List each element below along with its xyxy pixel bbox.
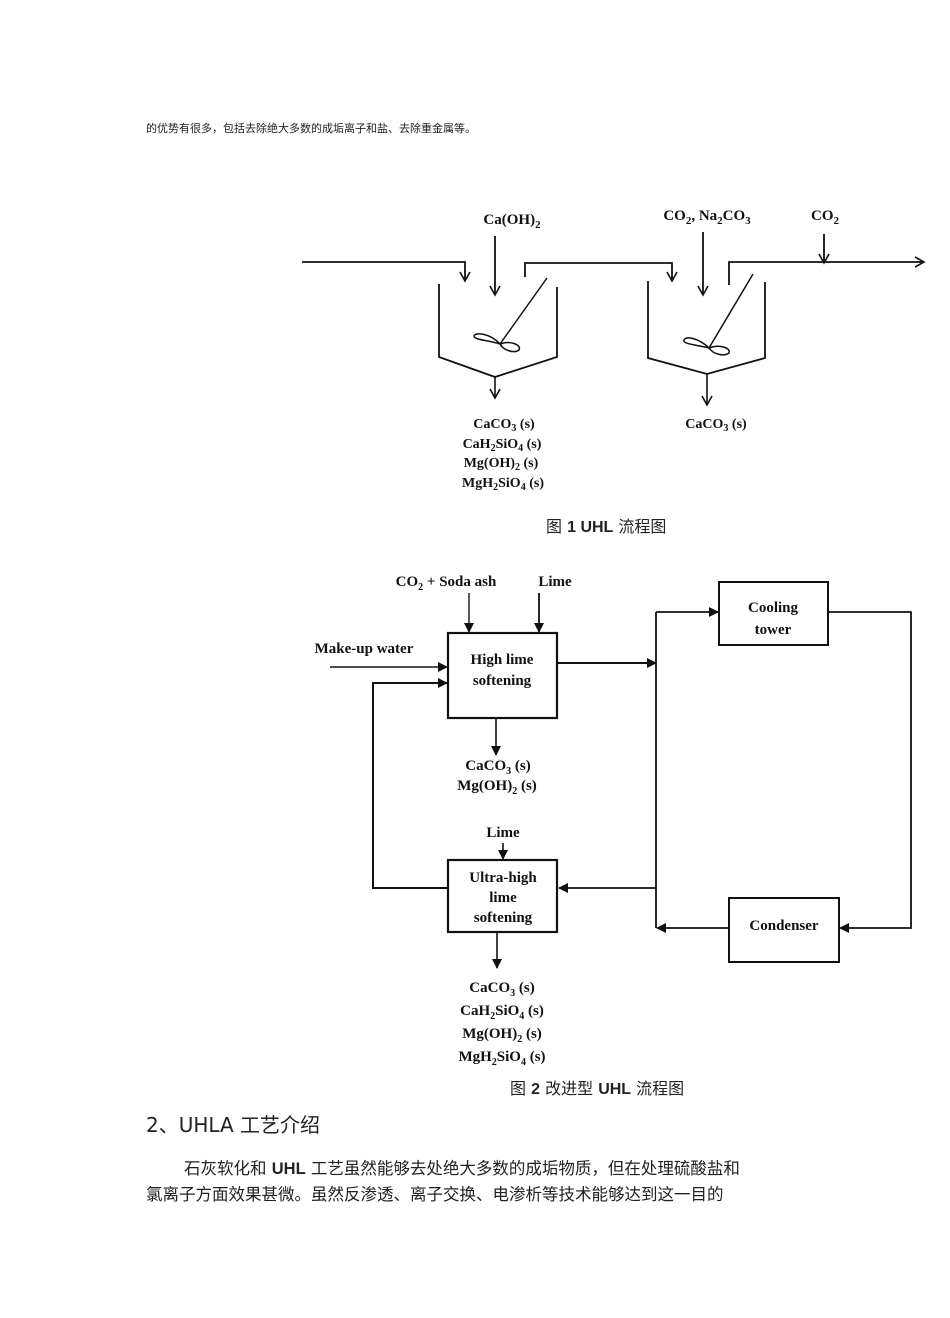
ultra-high-lime-softening-box: [446, 858, 559, 934]
precipitate-label: Mg(OH)2 (s): [464, 456, 539, 473]
co2-soda-ash-label: CO2 + Soda ash: [396, 574, 497, 593]
figures-canvas: Ca(OH)2 CaCO3 (s) CaH2SiO4 (s) Mg(OH)2 (…: [302, 208, 926, 1068]
caption-suffix: 流程图: [613, 517, 667, 536]
tank1-vessel: [438, 284, 558, 378]
high-lime-softening-box: [446, 631, 559, 720]
cooling-tower-label-line: tower: [755, 622, 792, 638]
ultra-high-label-line: softening: [474, 910, 533, 926]
condenser-label: Condenser: [749, 918, 819, 934]
high-lime-label-line: High lime: [471, 652, 534, 668]
tank1-inlet-arrow: [302, 261, 471, 283]
paragraph-line-2: 氯离子方面效果甚微。虽然反渗透、离子交换、电渗析等技术能够达到这一目的: [146, 1185, 724, 1204]
paragraph-line-1: 石灰软化和 UHL 工艺虽然能够去处绝大多数的成垢物质，但在处理硫酸盐和: [146, 1156, 811, 1182]
caption-prefix: 图: [510, 1079, 532, 1098]
figure-2-improved-uhl-flow: CO2 + Soda ash Lime High lime softening …: [315, 574, 912, 1068]
recycle-loop-arrow: [372, 678, 448, 889]
precipitate-label: CaCO3 (s): [465, 758, 530, 777]
ultra-high-label-line: Ultra-high: [469, 870, 537, 886]
section-heading: 2、UHLA 工艺介绍: [146, 1113, 321, 1137]
tank2-vessel: [647, 281, 766, 375]
precipitate-label: CaCO3 (s): [469, 980, 534, 999]
caption-number: 2: [531, 1081, 540, 1098]
lime-top-label: Lime: [538, 574, 572, 590]
precipitate-label: Mg(OH)2 (s): [457, 778, 537, 797]
tank2-agitator-icon: [683, 273, 754, 356]
tank1-agitator-icon: [473, 277, 548, 353]
lime-bottom-label: Lime: [486, 825, 520, 841]
outlet-reagent-label: CO2: [811, 208, 840, 227]
tank1-to-tank2-pipe: [524, 262, 678, 283]
precipitate-label: CaH2SiO4 (s): [463, 437, 542, 454]
paragraph-text: 工艺虽然能够去处绝大多数的成垢物质，但在处理硫酸盐和: [305, 1159, 740, 1178]
figure-1-uhl-flow: Ca(OH)2 CaCO3 (s) CaH2SiO4 (s) Mg(OH)2 (…: [302, 208, 926, 493]
makeup-water-label: Make-up water: [315, 641, 414, 657]
tank1-reagent-label: Ca(OH)2: [483, 212, 541, 231]
precipitate-label: CaH2SiO4 (s): [460, 1003, 544, 1022]
caption-number: 1 UHL: [567, 519, 614, 536]
caption-middle: 改进型: [540, 1079, 599, 1098]
paragraph-bold-term: UHL: [271, 1160, 306, 1178]
caption-prefix: 图: [546, 517, 568, 536]
precipitate-label: MgH2SiO4 (s): [462, 476, 544, 493]
tank2-reagent-label: CO2, Na2CO3: [663, 208, 751, 227]
tank2-outlet-pipe: [728, 256, 926, 285]
precipitate-label: CaCO3 (s): [473, 417, 535, 434]
cooling-tower-label-line: Cooling: [748, 600, 799, 616]
ultra-high-label-line: lime: [489, 890, 517, 906]
precipitate-label: Mg(OH)2 (s): [462, 1026, 542, 1045]
condenser-box: [728, 897, 840, 963]
paragraph-text: 石灰软化和: [184, 1159, 272, 1178]
tank2-precipitate-label: CaCO3 (s): [685, 417, 747, 434]
figure-2-caption: 图 2 改进型 UHL 流程图: [510, 1075, 684, 1099]
to-condenser-arrow: [828, 611, 912, 933]
caption-suffix: 流程图: [631, 1079, 685, 1098]
high-lime-label-line: softening: [473, 673, 532, 689]
intro-text: 的优势有很多，包括去除绝大多数的成垢离子和盐、去除重金属等。: [146, 122, 476, 135]
section-paragraph: 石灰软化和 UHL 工艺虽然能够去处绝大多数的成垢物质，但在处理硫酸盐和 氯离子…: [146, 1156, 811, 1207]
precipitate-label: MgH2SiO4 (s): [458, 1049, 545, 1068]
caption-uhl: UHL: [598, 1081, 632, 1098]
tank1-precipitate-list: CaCO3 (s) CaH2SiO4 (s) Mg(OH)2 (s) MgH2S…: [462, 417, 544, 493]
figure-1-caption: 图 1 UHL 流程图: [546, 513, 666, 537]
cooling-tower-box: [718, 581, 829, 646]
